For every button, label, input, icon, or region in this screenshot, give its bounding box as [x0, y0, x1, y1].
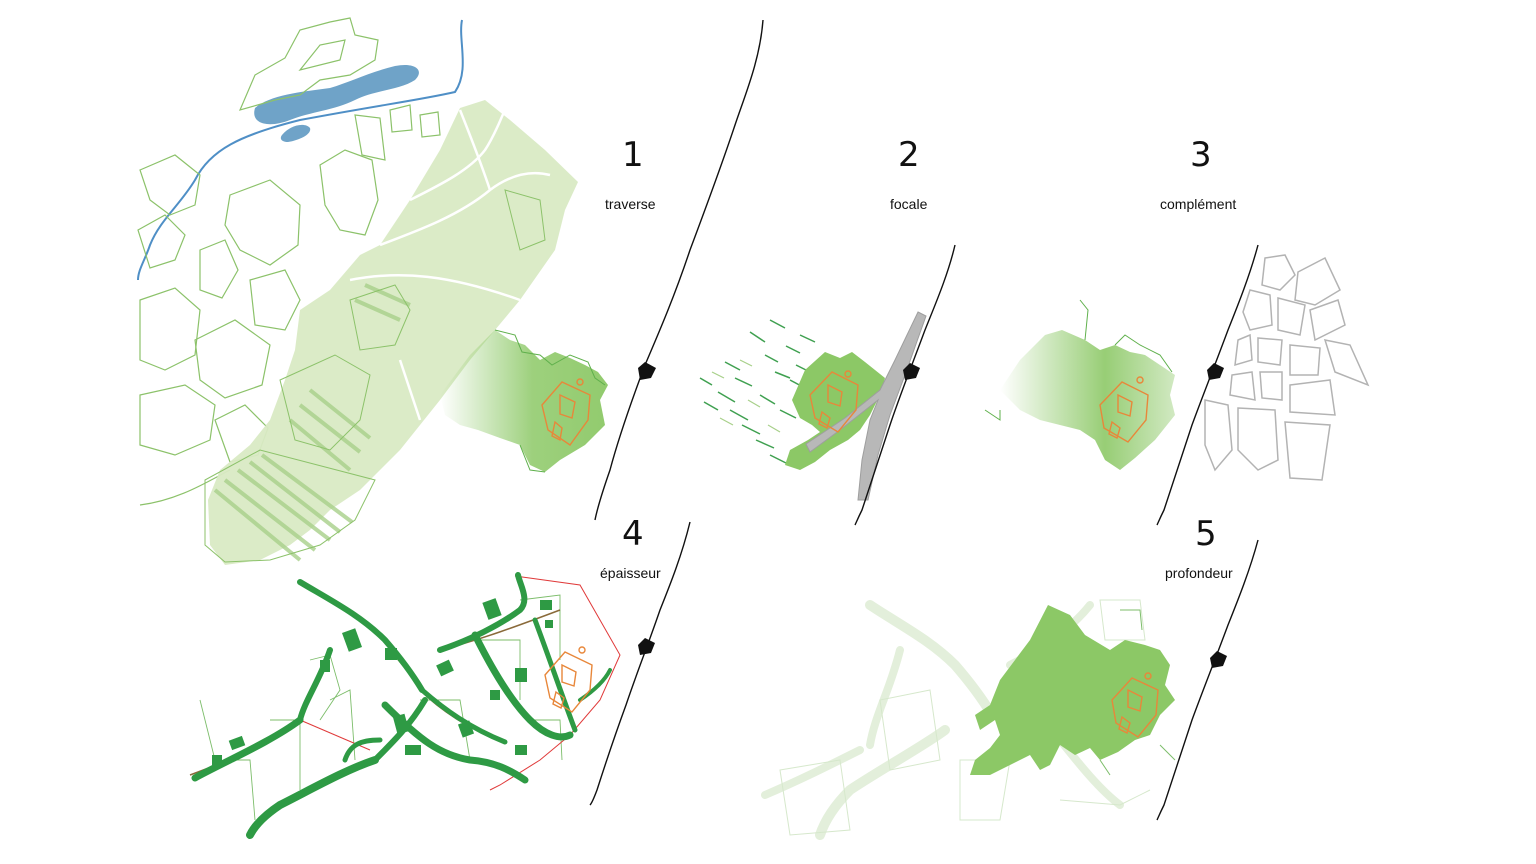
building-outline-1 — [541, 378, 591, 446]
building-outline-4 — [544, 646, 593, 713]
panel-3-number: 3 — [1190, 135, 1212, 175]
svg-text:1: 1 — [622, 135, 644, 175]
panel-4-epaisseur: 4 épaisseur — [189, 514, 691, 839]
strip-parcels — [213, 283, 411, 562]
panel-1-traverse: 1 traverse — [137, 17, 764, 565]
panel-2-label: focale — [890, 196, 928, 212]
marker-3 — [1207, 363, 1224, 380]
boundary-line-1 — [594, 19, 764, 521]
boundary-line-3 — [1156, 244, 1259, 526]
panel-4-label: épaisseur — [600, 565, 661, 581]
profondeur-faded-outlines — [779, 599, 1151, 836]
epaisseur-blocks — [212, 598, 553, 767]
traverse-green-outlines — [494, 329, 606, 473]
marker-5 — [1210, 651, 1227, 668]
building-outline-3 — [1099, 376, 1149, 443]
panel-3-complement: 3 complément — [984, 135, 1370, 526]
boundary-line-2 — [854, 244, 956, 526]
panel-4-number: 4 — [622, 514, 644, 554]
lake-large — [254, 64, 419, 125]
building-outline-2 — [809, 370, 859, 433]
panel-2-focale: 2 focale — [699, 135, 956, 526]
marker-2 — [903, 363, 920, 380]
focale-green-patch — [785, 352, 885, 470]
profondeur-green-outlines — [1099, 609, 1176, 776]
focale-dashes-light — [711, 359, 781, 433]
panel-5-number: 5 — [1195, 514, 1217, 554]
panel-1-number: 1 — [622, 135, 644, 175]
strip-outlines — [204, 189, 546, 563]
marker-4 — [638, 638, 655, 655]
boundary-line-4 — [589, 521, 691, 806]
lake-small — [280, 124, 311, 142]
field-paths — [349, 109, 551, 421]
building-outline-5 — [1111, 672, 1159, 738]
panel-5-label: profondeur — [1165, 565, 1233, 581]
boundary-line-5 — [1156, 539, 1259, 821]
panel-3-label: complément — [1160, 196, 1236, 212]
traverse-field — [208, 100, 578, 565]
complement-blocks — [1204, 254, 1370, 481]
complement-gradient-area — [1000, 330, 1175, 470]
epaisseur-green-paths — [191, 572, 612, 839]
marker-1 — [638, 362, 656, 380]
parcel-outlines — [137, 17, 441, 506]
focale-dashes — [699, 319, 816, 464]
panel-5-profondeur: 5 profondeur — [761, 514, 1259, 840]
panel-2-number: 2 — [898, 135, 920, 175]
complement-green-outlines — [984, 299, 1173, 421]
epaisseur-brown-paths — [189, 579, 561, 776]
profondeur-green-area — [970, 605, 1175, 775]
panel-1-label: traverse — [605, 196, 656, 212]
river-line — [137, 19, 464, 281]
traverse-gradient-area — [440, 330, 608, 472]
